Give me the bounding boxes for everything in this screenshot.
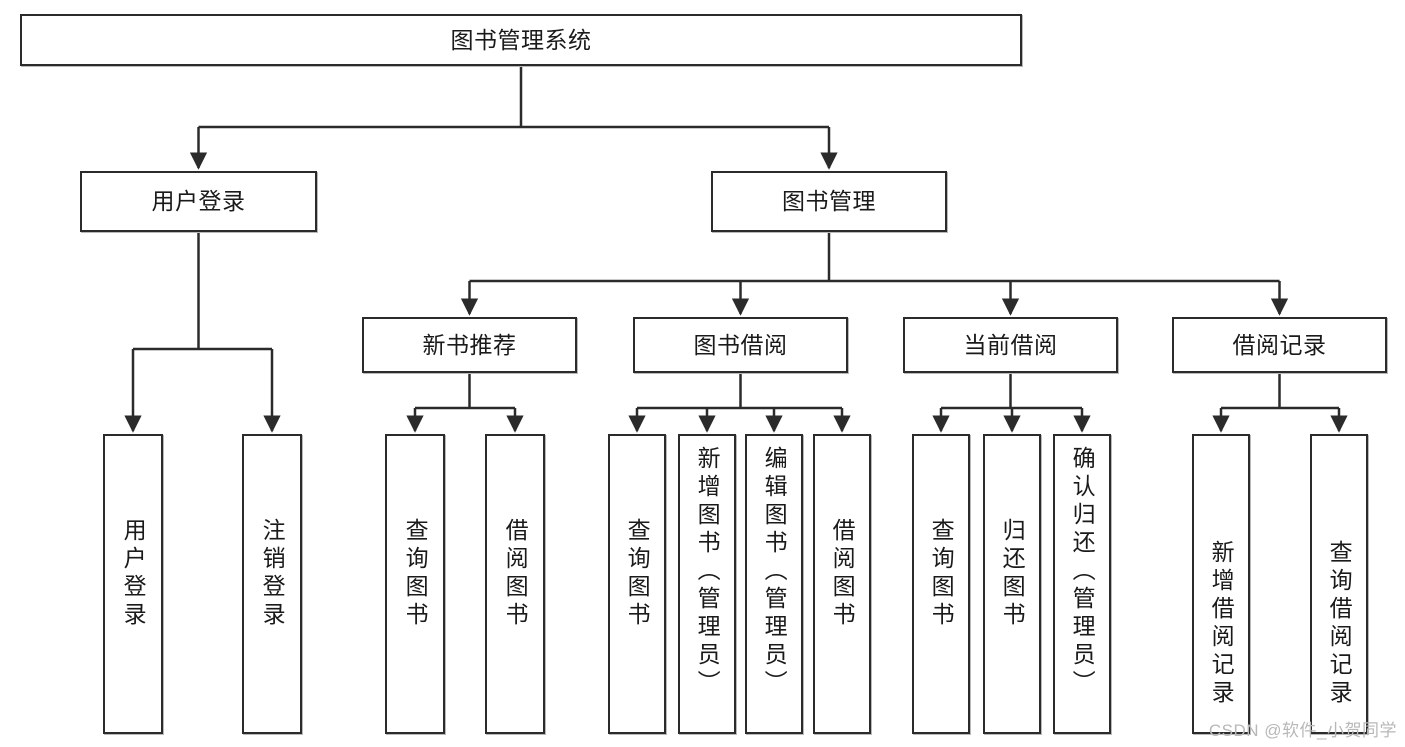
node-leaf-confirm-return-admin[interactable]: 确认归还（管理员） <box>1053 434 1111 734</box>
node-user-login[interactable]: 用户登录 <box>80 171 317 232</box>
node-root[interactable]: 图书管理系统 <box>20 14 1022 66</box>
node-label-leaf-edit-book-admin: 编辑图书（管理员） <box>761 446 788 698</box>
node-label-book-borrow: 图书借阅 <box>693 331 788 358</box>
node-label-book-management: 图书管理 <box>782 188 876 215</box>
node-leaf-borrow-book[interactable]: 借阅图书 <box>813 434 871 734</box>
node-leaf-add-borrow-record[interactable]: 新增借阅记录 <box>1192 434 1250 734</box>
node-leaf-query-book-recommend[interactable]: 查询图书 <box>385 434 445 734</box>
node-leaf-user-login[interactable]: 用户登录 <box>103 434 163 734</box>
node-label-borrow-record: 借阅记录 <box>1232 331 1327 358</box>
node-label-leaf-add-book-admin: 新增图书（管理员） <box>694 446 721 698</box>
node-leaf-user-logout[interactable]: 注销登录 <box>242 434 302 734</box>
node-label-leaf-user-logout: 注销登录 <box>259 518 286 630</box>
node-leaf-return-book[interactable]: 归还图书 <box>983 434 1041 734</box>
node-book-borrow[interactable]: 图书借阅 <box>633 317 848 373</box>
node-label-new-book-recommend: 新书推荐 <box>422 331 517 358</box>
node-leaf-edit-book-admin[interactable]: 编辑图书（管理员） <box>745 434 803 734</box>
node-label-leaf-return-book: 归还图书 <box>999 518 1026 630</box>
node-label-leaf-confirm-return-admin: 确认归还（管理员） <box>1069 446 1096 698</box>
node-leaf-add-book-admin[interactable]: 新增图书（管理员） <box>678 434 736 734</box>
node-label-leaf-add-borrow-record: 新增借阅记录 <box>1208 540 1235 708</box>
node-label-current-borrow: 当前借阅 <box>963 331 1058 358</box>
node-borrow-record[interactable]: 借阅记录 <box>1172 317 1387 373</box>
node-leaf-query-borrow-record[interactable]: 查询借阅记录 <box>1310 434 1368 734</box>
node-label-leaf-query-book-recommend: 查询图书 <box>402 518 429 630</box>
node-current-borrow[interactable]: 当前借阅 <box>903 317 1118 373</box>
node-book-management[interactable]: 图书管理 <box>711 171 947 232</box>
node-new-book-recommend[interactable]: 新书推荐 <box>362 317 577 373</box>
node-label-leaf-borrow-book-recommend: 借阅图书 <box>502 518 529 630</box>
watermark-text: CSDN @软件_小贺同学 <box>1208 721 1397 740</box>
node-label-leaf-query-book-current: 查询图书 <box>928 518 955 630</box>
node-leaf-borrow-book-recommend[interactable]: 借阅图书 <box>485 434 545 734</box>
node-label-user-login: 用户登录 <box>151 188 246 215</box>
node-label-root: 图书管理系统 <box>450 26 592 53</box>
node-label-leaf-query-book-borrow: 查询图书 <box>624 518 651 630</box>
node-label-leaf-borrow-book: 借阅图书 <box>829 518 856 630</box>
node-leaf-query-book-current[interactable]: 查询图书 <box>912 434 970 734</box>
node-leaf-query-book-borrow[interactable]: 查询图书 <box>608 434 666 734</box>
node-label-leaf-user-login: 用户登录 <box>120 518 147 630</box>
node-label-leaf-query-borrow-record: 查询借阅记录 <box>1326 540 1353 708</box>
